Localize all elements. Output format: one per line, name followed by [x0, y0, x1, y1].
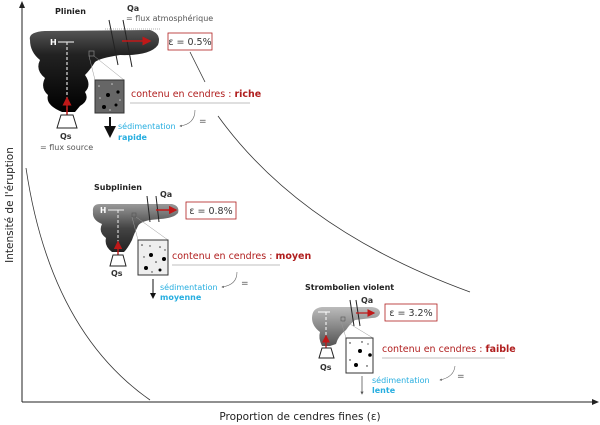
- y-axis-label: Intensité de l'éruption: [4, 147, 16, 263]
- ash-content-value: riche: [234, 89, 261, 100]
- equals-sign: =: [241, 279, 249, 289]
- sedimentation-label: sédimentation: [160, 282, 218, 292]
- qa-label: Qa: [361, 296, 373, 305]
- equals-sign: =: [457, 372, 465, 382]
- qs-label: Qs: [320, 363, 332, 372]
- plume-shape: [92, 204, 179, 252]
- vent-icon: [109, 254, 127, 267]
- scenario-plinien: Plinien Qa = flux atmosphérique H Qs = f…: [29, 4, 261, 152]
- qs-description: = flux source: [40, 143, 93, 152]
- sedimentation-value: lente: [372, 386, 396, 395]
- epsilon-value: ε = 0.8%: [189, 206, 232, 217]
- scenario-title: Subplinien: [94, 183, 142, 192]
- y-axis: [19, 1, 25, 402]
- plume-shape: [29, 30, 159, 112]
- ash-sample-dense: [94, 79, 125, 114]
- equals-sign: =: [199, 117, 207, 127]
- epsilon-box: [167, 32, 213, 51]
- ash-content-label: contenu en cendres : moyen: [172, 251, 311, 262]
- ash-sample-medium: [137, 239, 169, 276]
- scenario-title: Plinien: [55, 7, 86, 16]
- boundary-curve-1: [25, 167, 151, 401]
- ash-content-value: faible: [485, 344, 515, 355]
- ash-sample-sparse: [345, 337, 374, 374]
- sedimentation-label: sédimentation: [118, 121, 176, 131]
- y-axis-arrow-icon: [19, 1, 25, 8]
- ash-content-label: contenu en cendres : riche: [131, 89, 261, 100]
- ash-content-label: contenu en cendres : faible: [382, 344, 516, 355]
- qa-label: Qa: [127, 4, 139, 13]
- boundary-curve-2: [217, 115, 471, 293]
- x-axis: [22, 399, 599, 405]
- height-label: H: [100, 206, 106, 215]
- qs-label: Qs: [111, 269, 123, 278]
- vent-icon: [56, 114, 78, 129]
- scenario-strombolien-violent: Strombolien violent Qa Qs ε = 3.2% conte…: [305, 283, 516, 395]
- height-label: H: [50, 38, 57, 47]
- epsilon-value: ε = 3.2%: [389, 308, 432, 319]
- x-axis-label: Proportion de cendres fines (ε): [219, 411, 380, 423]
- sedimentation-label: sédimentation: [372, 375, 430, 385]
- scenario-subplinien: Subplinien Qa H Qs ε = 0.8% contenu en c…: [92, 183, 311, 302]
- x-axis-arrow-icon: [592, 399, 599, 405]
- epsilon-value: ε = 0.5%: [168, 37, 211, 48]
- epsilon-box: [384, 303, 438, 322]
- qa-label: Qa: [160, 190, 172, 199]
- vent-icon: [318, 347, 335, 359]
- qa-description: = flux atmosphérique: [126, 13, 213, 23]
- sedimentation-value: moyenne: [160, 293, 202, 302]
- ash-content-value: moyen: [275, 251, 311, 262]
- scenario-title: Strombolien violent: [305, 283, 394, 292]
- qs-label: Qs: [60, 132, 72, 141]
- epsilon-box: [185, 201, 237, 220]
- sedimentation-value: rapide: [118, 133, 148, 142]
